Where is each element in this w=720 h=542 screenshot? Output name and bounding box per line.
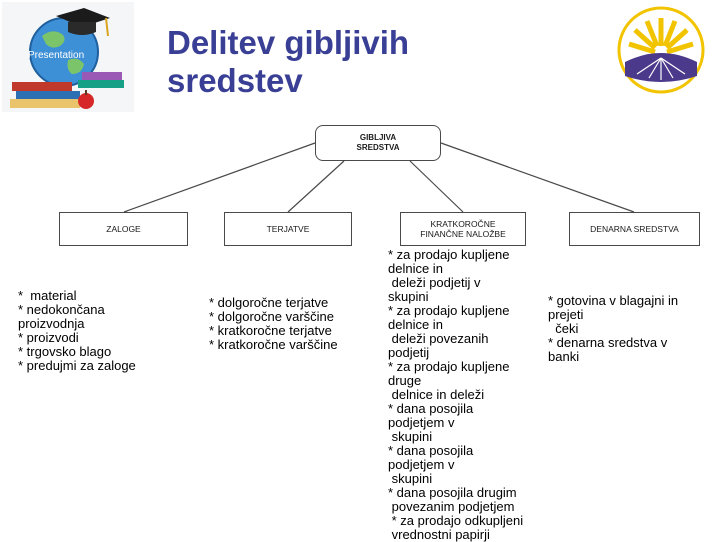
sunburst-icon bbox=[617, 6, 705, 94]
list-item: * za prodajo odkupljeni bbox=[388, 513, 524, 528]
connector-denarna bbox=[440, 142, 635, 213]
list-item: čeki bbox=[548, 321, 579, 336]
list-item: * kratkoročne terjatve bbox=[209, 323, 332, 338]
sunburst-logo bbox=[617, 6, 705, 94]
logo-text: Presentation bbox=[28, 50, 84, 61]
slide-title: Delitev gibljivih sredstev bbox=[167, 24, 409, 100]
list-item: delnice in deleži bbox=[388, 387, 485, 402]
list-item: * proizvodi bbox=[18, 330, 79, 345]
list-item: * material bbox=[18, 288, 77, 303]
list-item: * kratkoročne varščine bbox=[209, 337, 338, 352]
list-item: * trgovsko blago bbox=[18, 344, 112, 359]
child-node-label: DENARNA SREDSTVA bbox=[590, 224, 679, 234]
list-item: delnice in bbox=[388, 261, 443, 276]
child-node-zaloge: ZALOGE bbox=[59, 212, 188, 246]
list-item: * za prodajo kupljene bbox=[388, 359, 510, 374]
list-item: druge bbox=[388, 373, 422, 388]
list-item: skupini bbox=[388, 289, 429, 304]
child-node-label: ZALOGE bbox=[106, 224, 141, 234]
list-item: podjetjem v bbox=[388, 457, 455, 472]
list-item: proizvodnja bbox=[18, 316, 85, 331]
list-terjatve: * dolgoročne terjatve* dolgoročne varšči… bbox=[209, 296, 338, 352]
slide-title-line-1: Delitev gibljivih bbox=[167, 24, 410, 61]
list-item: * dolgoročne terjatve bbox=[209, 295, 329, 310]
root-node-line-2: SREDSTVA bbox=[356, 143, 400, 152]
list-item: * dolgoročne varščine bbox=[209, 309, 335, 324]
root-node-line-1: GIBLJIVA bbox=[359, 133, 397, 142]
slide-title-line-2: sredstev bbox=[167, 62, 303, 99]
child-node-denarna-sredstva: DENARNA SREDSTVA bbox=[569, 212, 700, 246]
list-item: deleži povezanih bbox=[388, 331, 489, 346]
list-item: * za prodajo kupljene bbox=[388, 247, 510, 262]
list-item: podjetij bbox=[388, 345, 430, 360]
list-item: skupini bbox=[388, 429, 433, 444]
connector-terjatve bbox=[287, 160, 345, 213]
list-item: * dana posojila bbox=[388, 443, 474, 458]
root-node-gibljiva-sredstva: GIBLJIVA SREDSTVA bbox=[315, 125, 441, 161]
list-item: povezanim podjetjem bbox=[388, 499, 515, 514]
child-node-terjatve: TERJATVE bbox=[224, 212, 352, 246]
list-item: delnice in bbox=[388, 317, 443, 332]
list-item: * za prodajo kupljene bbox=[388, 303, 510, 318]
list-item: deleži podjetij v bbox=[388, 275, 481, 290]
child-node-kratkorocne-financne-nalozbe: KRATKOROČNE FINANČNE NALOŽBE bbox=[400, 212, 526, 246]
list-item: * predujmi za zaloge bbox=[18, 358, 136, 373]
list-item: vrednostni papirji bbox=[388, 527, 490, 542]
list-item: * gotovina v blagajni in bbox=[548, 293, 679, 308]
globe-books-icon: Presentation bbox=[2, 2, 134, 112]
presentation-logo: Presentation bbox=[2, 2, 134, 112]
child-node-label-line-1: KRATKOROČNE bbox=[430, 219, 496, 229]
list-item: podjetjem v bbox=[388, 415, 455, 430]
child-node-label-line-2: FINANČNE NALOŽBE bbox=[420, 229, 506, 239]
connector-kratkorocne bbox=[409, 160, 464, 213]
child-node-label: TERJATVE bbox=[266, 224, 310, 234]
connector-zaloge bbox=[123, 142, 316, 213]
list-item: skupini bbox=[388, 471, 433, 486]
list-item: * dana posojila bbox=[388, 401, 474, 416]
list-item: * dana posojila drugim bbox=[388, 485, 517, 500]
list-item: * nedokončana bbox=[18, 302, 105, 317]
list-item: prejeti bbox=[548, 307, 584, 322]
list-item: * denarna sredstva v bbox=[548, 335, 668, 350]
list-item: banki bbox=[548, 349, 580, 364]
